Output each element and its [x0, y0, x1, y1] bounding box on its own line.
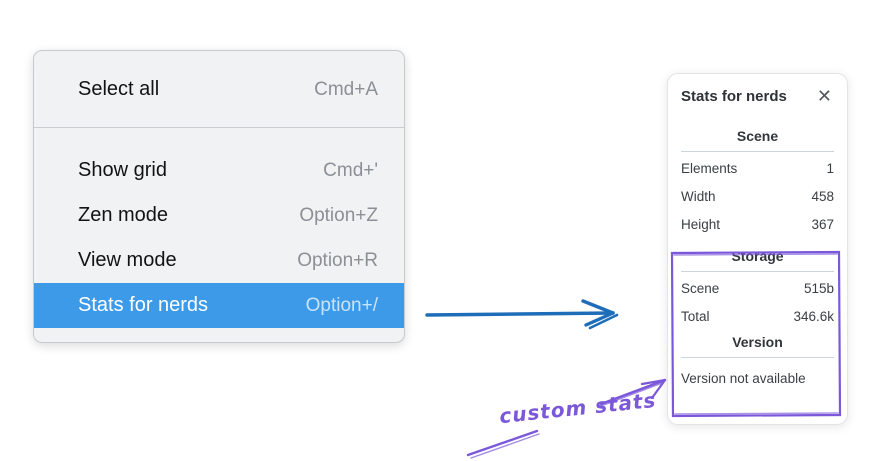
- section-heading: Scene: [736, 128, 779, 144]
- stat-row-width: Width 458: [681, 182, 834, 210]
- stat-row-elements: Elements 1: [681, 154, 834, 182]
- menu-group-top: Select all Cmd+A: [34, 51, 404, 127]
- close-icon[interactable]: ✕: [816, 86, 832, 106]
- stat-label: Elements: [681, 160, 738, 176]
- menu-group-bottom: Show grid Cmd+' Zen mode Option+Z View m…: [34, 128, 404, 342]
- menu-item-label: Stats for nerds: [78, 294, 209, 316]
- stat-label: Scene: [681, 280, 720, 296]
- menu-item-shortcut: Option+R: [297, 249, 378, 271]
- menu-item-zen-mode[interactable]: Zen mode Option+Z: [34, 193, 404, 238]
- menu-divider: [34, 127, 404, 128]
- section-divider: [681, 271, 834, 272]
- stat-value: 367: [811, 216, 834, 232]
- stat-value: 515b: [803, 280, 834, 296]
- stat-row-height: Height 367: [681, 210, 834, 238]
- menu-item-shortcut: Cmd+': [323, 159, 378, 181]
- stat-label: Total: [681, 308, 710, 324]
- menu-item-view-mode[interactable]: View mode Option+R: [34, 238, 404, 283]
- stats-panel-header: Stats for nerds ✕: [681, 87, 834, 105]
- stat-value: 458: [811, 188, 834, 204]
- context-menu: Select all Cmd+A Show grid Cmd+' Zen mod…: [33, 50, 405, 343]
- stat-label: Height: [681, 216, 721, 232]
- menu-item-select-all[interactable]: Select all Cmd+A: [34, 67, 404, 112]
- stat-row-scene-storage: Scene 515b: [681, 274, 834, 302]
- menu-item-label: Select all: [78, 78, 160, 100]
- menu-item-shortcut: Cmd+A: [314, 78, 378, 100]
- version-note: Version not available: [681, 370, 806, 386]
- section-heading: Version: [732, 334, 783, 350]
- custom-stats-annotation-label: custom stats: [498, 387, 658, 429]
- stats-section-scene: Scene Elements 1 Width 458 Height 367: [681, 128, 834, 238]
- menu-item-label: Zen mode: [78, 204, 169, 226]
- menu-item-label: View mode: [78, 249, 177, 271]
- stats-section-version: Version Version not available: [681, 334, 834, 390]
- menu-item-label: Show grid: [78, 159, 167, 181]
- stats-section-storage: Storage Scene 515b Total 346.6k: [681, 248, 834, 330]
- stat-row-total-storage: Total 346.6k: [681, 302, 834, 330]
- section-heading: Storage: [731, 248, 784, 264]
- stats-panel: Stats for nerds ✕ Scene Elements 1 Width…: [667, 73, 848, 425]
- arrow-menu-to-panel-icon: [425, 299, 619, 330]
- stats-panel-title: Stats for nerds: [681, 87, 787, 105]
- stat-value: 1: [826, 160, 834, 176]
- stat-label: Width: [681, 188, 716, 204]
- stat-value: 346.6k: [793, 308, 834, 324]
- menu-item-stats-for-nerds[interactable]: Stats for nerds Option+/: [34, 283, 404, 328]
- section-divider: [681, 357, 834, 358]
- menu-item-shortcut: Option+/: [305, 294, 378, 316]
- menu-item-show-grid[interactable]: Show grid Cmd+': [34, 148, 404, 193]
- section-divider: [681, 151, 834, 152]
- menu-item-shortcut: Option+Z: [299, 204, 378, 226]
